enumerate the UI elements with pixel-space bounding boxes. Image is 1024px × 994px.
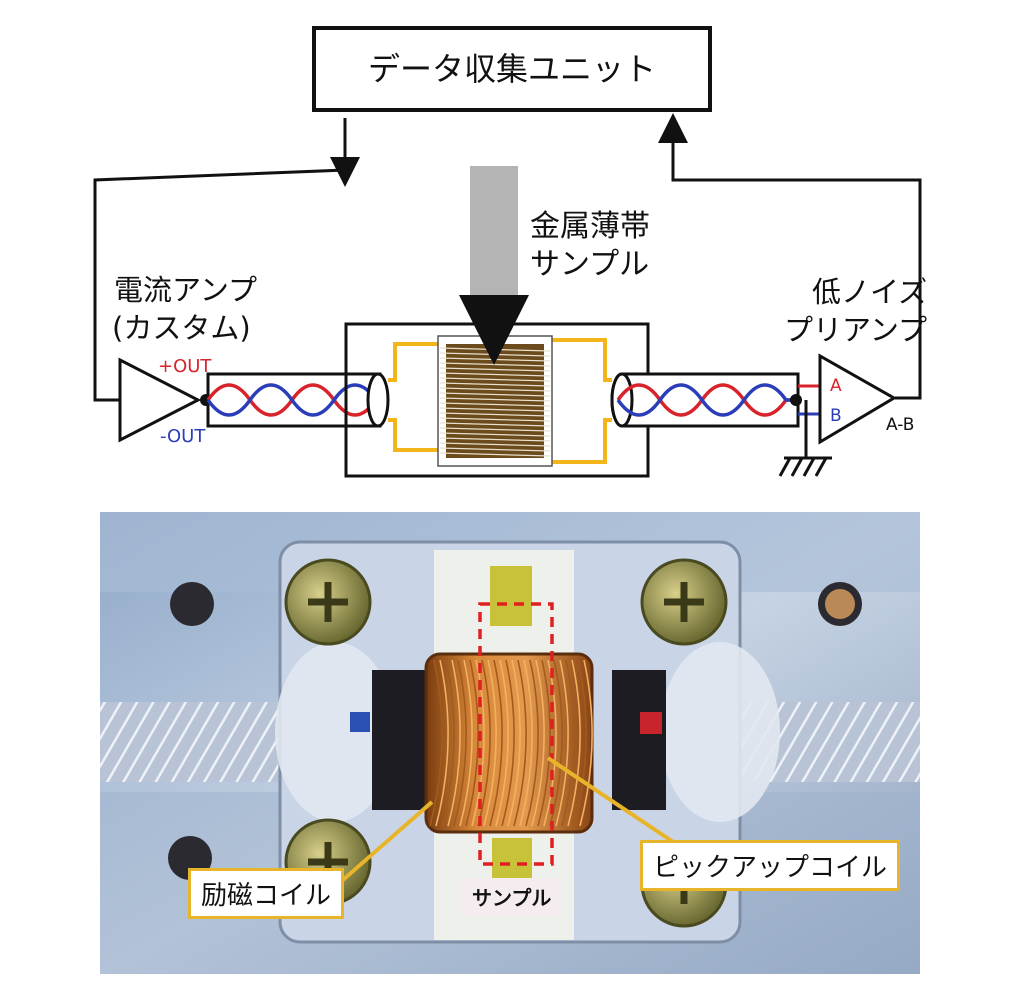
coil-wire-turn — [495, 659, 509, 827]
coil-windings — [439, 347, 551, 457]
coil-winding-line — [439, 412, 551, 417]
output-ab-label: A-B — [886, 415, 914, 435]
coil-winding-line — [439, 377, 551, 382]
left-shielded-cable — [100, 702, 290, 782]
coil-winding-line — [439, 427, 551, 432]
coil-wire-turn — [507, 659, 521, 827]
right-yellow-wire-bottom — [552, 418, 612, 464]
coil-wire-turn — [459, 659, 473, 827]
coil-wire-turn — [579, 659, 593, 827]
coil-winding-line — [439, 372, 551, 377]
ground-symbol — [778, 456, 832, 477]
coil-wire-turn — [531, 659, 545, 827]
screw — [640, 558, 728, 646]
sample-label-line2: サンプル — [530, 247, 649, 282]
pickup-coil-callout: ピックアップコイル — [640, 840, 901, 891]
coil-winding-line — [439, 367, 551, 372]
coil-wire-turn — [561, 659, 575, 827]
coil-winding-line — [439, 382, 551, 387]
coil-wire-turn — [513, 659, 527, 827]
coil-winding-line — [439, 452, 551, 457]
coil-wire-turn — [567, 659, 581, 827]
coil-wire-turn — [441, 659, 455, 827]
circuit-diagram: データ収集ユニット 金属薄帯 サンプル — [93, 26, 927, 478]
coil-wire-turn — [543, 659, 557, 827]
plus-out-label: +OUT — [158, 356, 212, 377]
screw — [284, 558, 372, 646]
coil-wire-turn — [573, 659, 587, 827]
sample-callout: サンプル — [462, 878, 562, 915]
coil-winding-line — [439, 437, 551, 442]
coil-wire-turn — [429, 659, 443, 827]
coil-wire-turn — [537, 659, 551, 827]
daq-to-amp-line — [93, 118, 347, 402]
preamp-triangle — [818, 353, 897, 445]
preamp-label-line2: プリアンプ — [784, 313, 927, 347]
preamp-label-line1: 低ノイズ — [812, 275, 927, 309]
excitation-coil-callout: 励磁コイル — [188, 868, 345, 919]
left-yellow-wire — [388, 342, 442, 382]
current-amp-label-line2: (カスタム) — [112, 311, 251, 345]
coil-wire-turn — [555, 659, 569, 827]
coil-wire-turn — [465, 659, 479, 827]
shield-node — [790, 394, 802, 406]
coil-winding-line — [439, 407, 551, 412]
coil-diagram — [437, 335, 553, 467]
metal-ribbon-sample — [470, 166, 518, 300]
coil-winding-line — [439, 432, 551, 437]
mounting-hole — [170, 582, 214, 626]
coil-wire-turn — [435, 659, 449, 827]
coil-wire-turn — [489, 659, 503, 827]
daq-unit-box — [312, 26, 712, 112]
coil-winding-line — [439, 447, 551, 452]
sensor-photo: 励磁コイル ピックアップコイル サンプル — [100, 512, 920, 974]
coil-wire-turn — [453, 659, 467, 827]
excitation-pointer — [334, 800, 434, 888]
input-a-label: A — [830, 376, 842, 396]
coil-wire-turn — [525, 659, 539, 827]
left-yellow-wire-bottom — [388, 418, 442, 452]
sample-label-line1: 金属薄帯 — [530, 209, 650, 244]
coil-wire-turn — [501, 659, 515, 827]
coil-wire-turns — [429, 659, 593, 827]
right-cable-sheath — [620, 372, 800, 428]
coil-winding-line — [439, 442, 551, 447]
coil-winding-line — [439, 417, 551, 422]
pickup-coil-outline — [478, 602, 554, 866]
coil-winding-line — [439, 387, 551, 392]
left-cable-end — [366, 372, 390, 428]
minus-out-label: -OUT — [160, 426, 206, 447]
daq-unit-label: データ収集ユニット — [368, 50, 656, 88]
coil-wire-turn — [549, 659, 563, 827]
current-amp-label-line1: 電流アンプ — [114, 273, 257, 307]
coil-winding-line — [439, 392, 551, 397]
coil-winding-line — [439, 402, 551, 407]
input-b-label: B — [830, 406, 842, 426]
right-yellow-wire — [552, 338, 612, 382]
coil-wire-turn — [519, 659, 533, 827]
right-cable-blue-wire — [616, 383, 798, 417]
current-amp-triangle — [118, 357, 202, 443]
coil-wire-turn — [483, 659, 497, 827]
coil-wire-turn — [477, 659, 491, 827]
preamp-to-daq-line — [671, 130, 922, 400]
coil-winding-line — [439, 397, 551, 402]
coil-wire-turn — [471, 659, 485, 827]
coil-winding-line — [439, 422, 551, 427]
coil-wire-turn — [447, 659, 461, 827]
